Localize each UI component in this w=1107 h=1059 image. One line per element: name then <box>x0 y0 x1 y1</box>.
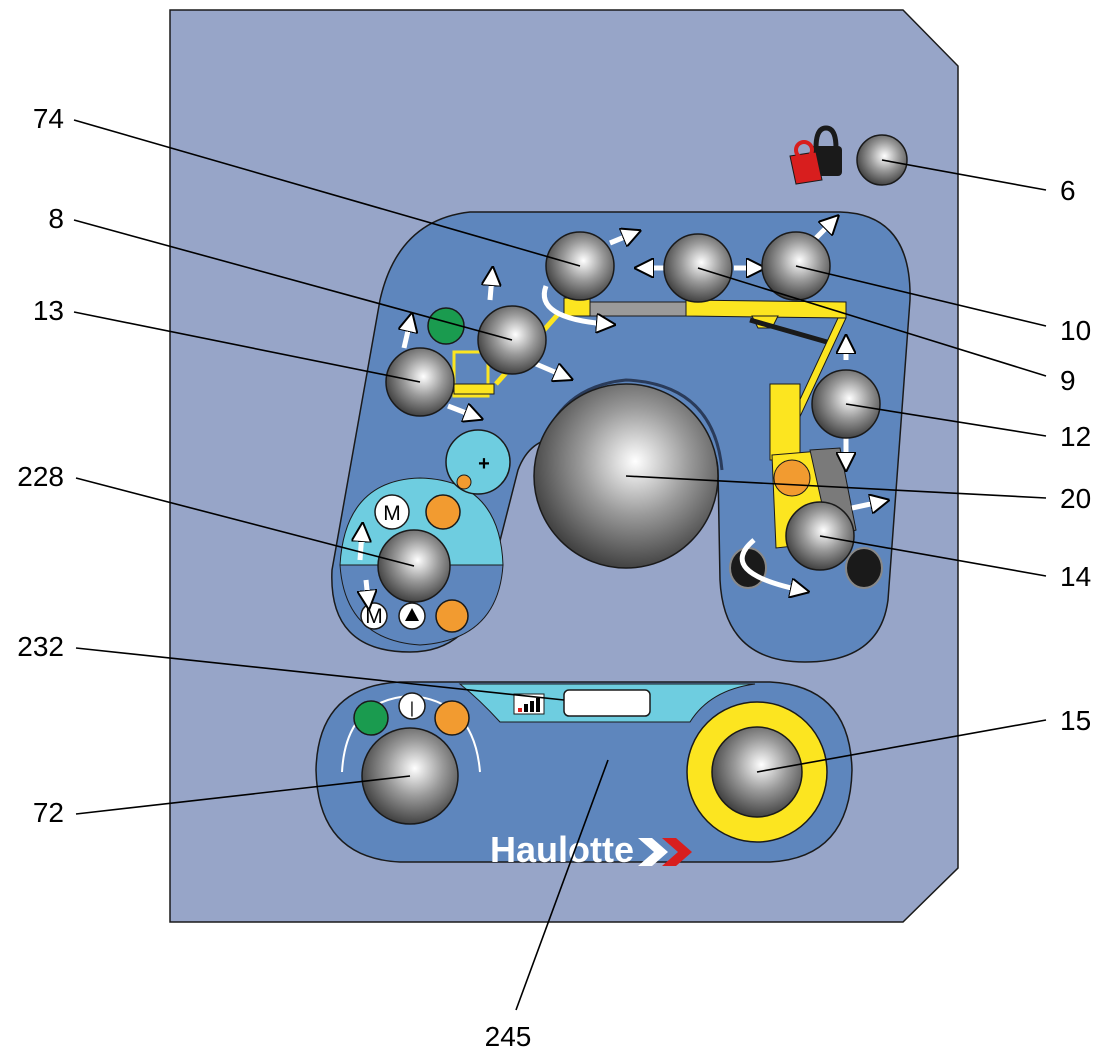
callout-228: 228 <box>17 461 64 492</box>
callout-12: 12 <box>1060 421 1091 452</box>
mode-m-label: M <box>383 502 401 525</box>
instruction-unlock-icon <box>456 474 472 490</box>
callout-9: 9 <box>1060 365 1076 396</box>
callout-6: 6 <box>1060 175 1076 206</box>
control-8-knob[interactable] <box>477 305 547 375</box>
mode-m-label-lower: M <box>365 605 383 628</box>
brand-chevron-red-icon <box>662 838 692 866</box>
instruction-plus-icon: + <box>478 453 490 475</box>
callout-72: 72 <box>33 797 64 828</box>
callout-15: 15 <box>1060 705 1091 736</box>
callout-10: 10 <box>1060 315 1091 346</box>
callout-74: 74 <box>33 103 64 134</box>
leader-lines <box>73 119 1047 1011</box>
orange-indicator <box>434 700 470 736</box>
unlock-indicator-lower <box>435 599 469 633</box>
mode-m-indicator <box>374 494 410 530</box>
callout-14: 14 <box>1060 561 1091 592</box>
green-power-indicator <box>353 700 389 736</box>
unlock-indicator-upper <box>425 494 461 530</box>
callout-232: 232 <box>17 631 64 662</box>
callout-13: 13 <box>33 295 64 326</box>
power-on-indicator <box>398 692 426 720</box>
lcd-display <box>563 689 651 717</box>
brand-logo-text: Haulotte <box>490 829 634 870</box>
battery-level-icon <box>513 693 545 715</box>
green-indicator-platform <box>427 307 465 345</box>
power-on-symbol: | <box>410 700 414 717</box>
padlock-icon <box>789 125 842 185</box>
callout-245: 245 <box>485 1021 532 1052</box>
motion-arrows <box>360 222 880 600</box>
callout-20: 20 <box>1060 483 1091 514</box>
brand-chevron-icon <box>638 838 668 866</box>
callout-8: 8 <box>48 203 64 234</box>
direction-triangle-icon <box>405 608 419 621</box>
